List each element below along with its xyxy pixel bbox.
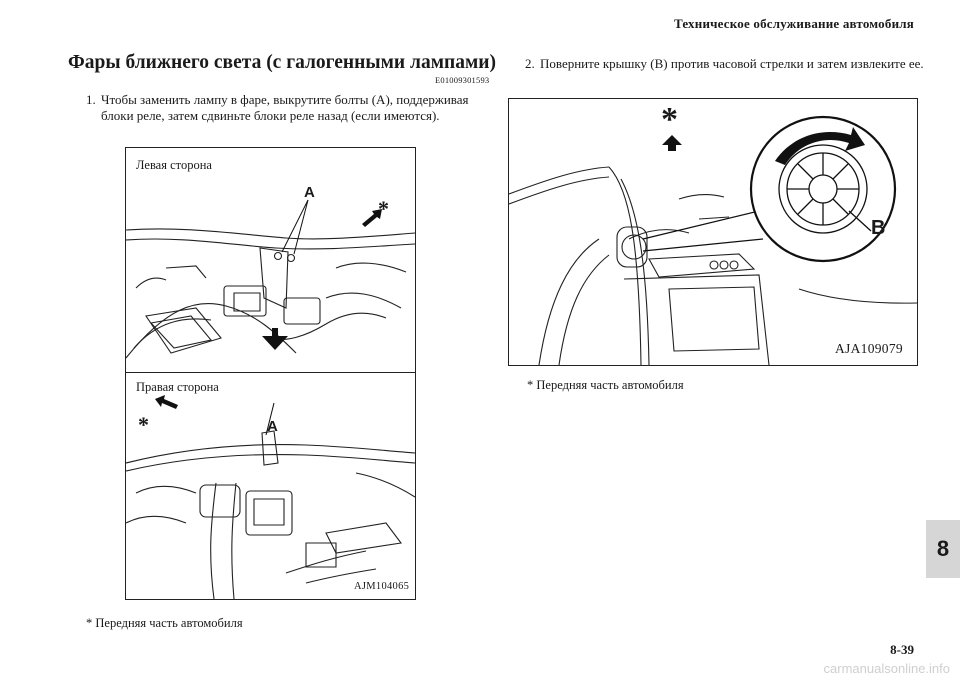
header-section-title: Техническое обслуживание автомобиля: [673, 16, 914, 31]
right-side-label: Правая сторона: [136, 380, 219, 394]
chapter-tab: 8: [926, 520, 960, 578]
page-number: 8-39: [890, 642, 914, 657]
up-arrow-icon: [662, 135, 682, 151]
step-2: 2. Поверните крышку (B) против часовой с…: [525, 56, 925, 72]
counterclockwise-arrow-icon: [775, 127, 865, 165]
engine-bay-right-illustration: [126, 395, 415, 599]
figure-cover-b: * B AJA109079: [508, 98, 918, 366]
figure-code: AJM104065: [354, 581, 410, 592]
step-number: 2.: [525, 56, 535, 71]
step-text: Поверните крышку (B) против часовой стре…: [540, 56, 924, 71]
step-1: 1. Чтобы заменить лампу в фаре, выкрутит…: [86, 92, 486, 124]
watermark: carmanualsonline.info: [823, 661, 950, 676]
figure-left-right-side: Левая сторона A * Правая сторона * A AJM…: [125, 147, 416, 600]
section-title: Фары ближнего света (с галогенными лампа…: [68, 52, 496, 73]
down-arrow-icon: [262, 328, 288, 350]
engine-bay-left-illustration: [126, 148, 415, 372]
step-number: 1.: [86, 92, 96, 107]
front-arrow-icon: [155, 395, 178, 409]
figure-divider: [126, 372, 415, 373]
asterisk-right: *: [138, 412, 149, 437]
asterisk: *: [661, 101, 678, 138]
note-front-of-vehicle: * Передняя часть автомобиля: [527, 378, 684, 392]
front-arrow-icon: [362, 209, 382, 227]
label-a-right: A: [267, 418, 278, 435]
headlamp-cover-illustration: [509, 99, 917, 365]
figure-code: AJA109079: [835, 341, 903, 356]
label-a-left: A: [304, 184, 315, 201]
asterisk-left: *: [378, 196, 389, 221]
step-text: Чтобы заменить лампу в фаре, выкрутите б…: [101, 92, 469, 123]
document-code: E01009301593: [435, 75, 490, 85]
left-side-label: Левая сторона: [136, 158, 212, 172]
note-front-of-vehicle: * Передняя часть автомобиля: [86, 616, 243, 630]
label-b: B: [871, 217, 886, 239]
